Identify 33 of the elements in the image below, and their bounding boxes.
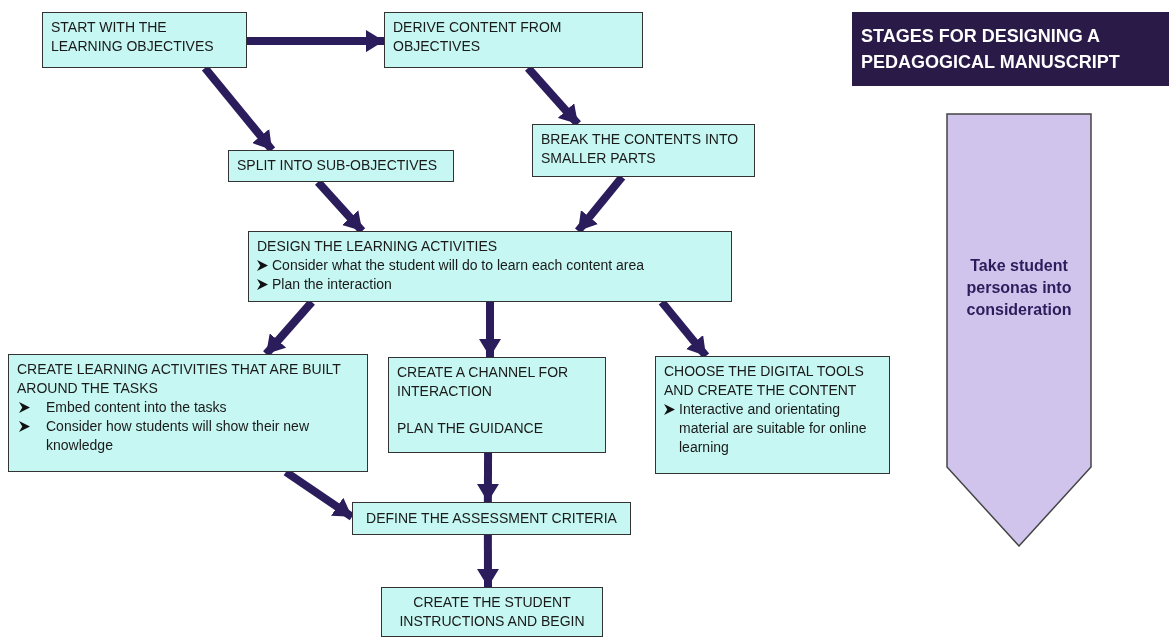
process-box: [532, 124, 755, 177]
process-box: [248, 231, 732, 302]
process-box: [228, 150, 454, 182]
step-text: DESIGN THE LEARNING ACTIVITIES: [257, 237, 499, 256]
process-box: [388, 357, 606, 453]
note-text: Take student personas into consideration: [965, 256, 1073, 320]
process-box: [381, 587, 603, 637]
title-text: STAGES FOR DESIGNING A PEDAGOGICAL MANUSCRIPT: [861, 25, 1121, 74]
step-text: START WITH THE LEARNING OBJECTIVES: [51, 18, 215, 56]
arrow: [479, 302, 501, 357]
chevron-arrow-shape: [946, 113, 1092, 547]
step-text: BREAK THE CONTENTS INTO SMALLER PARTS: [541, 130, 740, 168]
bullet-text: Consider how students will show their new knowledge: [46, 417, 310, 455]
step-text: DEFINE THE ASSESSMENT CRITERIA: [366, 509, 617, 528]
step-text: PLAN THE GUIDANCE: [397, 419, 544, 438]
process-box: [655, 356, 890, 474]
bullet-text: Embed content into the tasks: [46, 398, 227, 417]
bullet-text: Consider what the student will do to learn each content area: [272, 256, 644, 275]
bullet-text: Plan the interaction: [272, 275, 392, 294]
step-text: SPLIT INTO SUB-OBJECTIVES: [237, 156, 439, 175]
process-box: [8, 354, 368, 472]
process-box: [384, 12, 643, 68]
step-text: DERIVE CONTENT FROM OBJECTIVES: [393, 18, 563, 56]
step-text: CREATE THE STUDENT INSTRUCTIONS AND BEGIN: [398, 593, 586, 631]
arrow: [247, 30, 384, 53]
process-box: [42, 12, 247, 68]
step-text: CHOOSE THE DIGITAL TOOLS AND CREATE THE CONTENT: [664, 362, 865, 400]
bullet-text: Interactive and orientating material are suitable for online learning: [679, 400, 868, 457]
step-text: CREATE A CHANNEL FOR INTERACTION: [397, 363, 570, 401]
arrow: [476, 535, 499, 587]
step-text: CREATE LEARNING ACTIVITIES THAT ARE BUILT AROUND THE TASKS: [17, 360, 342, 398]
process-box: [352, 502, 631, 535]
arrow: [476, 453, 499, 502]
